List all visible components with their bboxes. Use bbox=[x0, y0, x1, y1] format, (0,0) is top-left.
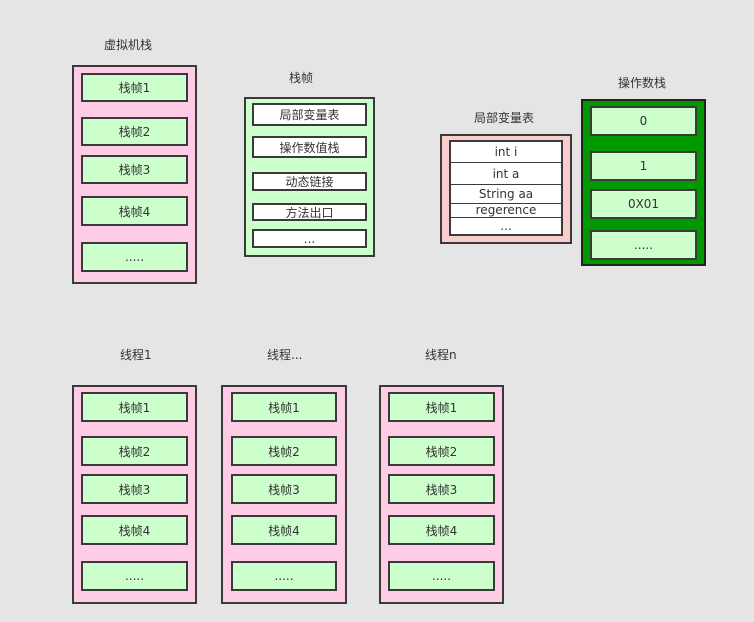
operand-item-3: 0X01 bbox=[590, 189, 697, 219]
operand-stack-title: 操作数栈 bbox=[618, 76, 667, 90]
stack-frame-more: ... bbox=[252, 229, 367, 248]
thread-mid-frame-4: 栈帧4 bbox=[231, 515, 337, 545]
stack-frame-local-var-table: 局部变量表 bbox=[252, 103, 367, 126]
thread-1-frame-3: 栈帧3 bbox=[81, 474, 188, 504]
vm-stack-title: 虚拟机栈 bbox=[104, 38, 153, 52]
stack-frame-title: 栈帧 bbox=[289, 71, 314, 85]
local-var-row-2: int a bbox=[451, 163, 561, 185]
thread-1-frame-more: ..... bbox=[81, 561, 188, 591]
operand-item-more: ..... bbox=[590, 230, 697, 260]
operand-item-2: 1 bbox=[590, 151, 697, 181]
thread-mid-frame-2: 栈帧2 bbox=[231, 436, 337, 466]
local-var-row-4: regerence bbox=[451, 204, 561, 218]
vm-stack-frame-more: ..... bbox=[81, 242, 188, 272]
thread-mid-frame-1: 栈帧1 bbox=[231, 392, 337, 422]
local-var-row-3: String aa bbox=[451, 185, 561, 204]
thread-1-frame-4: 栈帧4 bbox=[81, 515, 188, 545]
thread-n-frame-more: ..... bbox=[388, 561, 495, 591]
thread-mid-title: 线程... bbox=[267, 348, 303, 362]
vm-stack-frame-3: 栈帧3 bbox=[81, 155, 188, 184]
thread-1-frame-1: 栈帧1 bbox=[81, 392, 188, 422]
local-var-row-1: int i bbox=[451, 142, 561, 163]
stack-frame-operand-stack: 操作数值栈 bbox=[252, 136, 367, 158]
vm-stack-frame-1: 栈帧1 bbox=[81, 73, 188, 102]
thread-mid-frame-more: ..... bbox=[231, 561, 337, 591]
vm-stack-frame-2: 栈帧2 bbox=[81, 117, 188, 146]
vm-stack-frame-4: 栈帧4 bbox=[81, 196, 188, 226]
local-var-table: int i int a String aa regerence ... bbox=[449, 140, 563, 236]
thread-n-frame-4: 栈帧4 bbox=[388, 515, 495, 545]
thread-n-title: 线程n bbox=[425, 348, 457, 362]
operand-item-1: 0 bbox=[590, 106, 697, 136]
thread-n-frame-2: 栈帧2 bbox=[388, 436, 495, 466]
thread-mid-frame-3: 栈帧3 bbox=[231, 474, 337, 504]
stack-frame-dynamic-link: 动态链接 bbox=[252, 172, 367, 191]
local-var-table-title: 局部变量表 bbox=[474, 111, 535, 125]
stack-frame-method-exit: 方法出口 bbox=[252, 203, 367, 221]
thread-n-frame-3: 栈帧3 bbox=[388, 474, 495, 504]
thread-1-frame-2: 栈帧2 bbox=[81, 436, 188, 466]
local-var-row-5: ... bbox=[500, 219, 512, 233]
thread-1-title: 线程1 bbox=[120, 348, 152, 362]
thread-n-frame-1: 栈帧1 bbox=[388, 392, 495, 422]
